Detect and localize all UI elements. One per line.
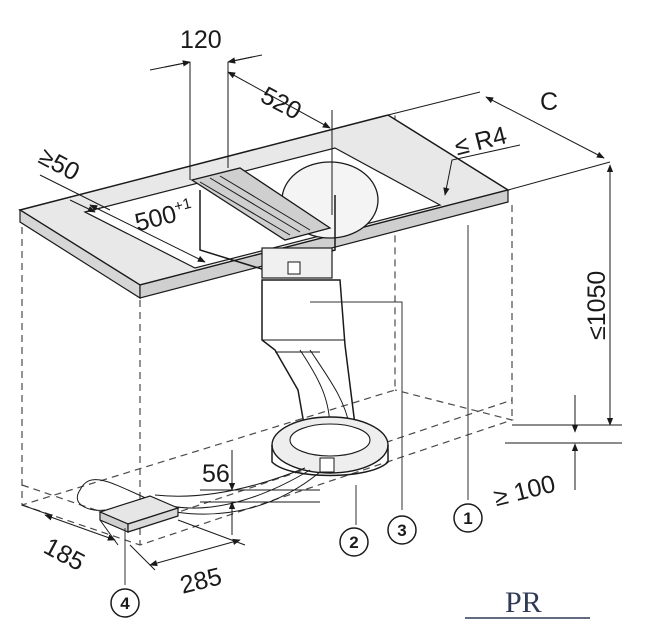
dim-r4: ≤ R4	[452, 121, 510, 161]
dim-520: 520	[256, 81, 306, 125]
dim-120: 120	[180, 26, 222, 54]
dim-56: 56	[202, 460, 230, 488]
logo: PR	[465, 586, 590, 619]
callout-4: 4	[110, 588, 140, 618]
dim-285: 285	[177, 562, 224, 599]
callout-2-label: 2	[349, 533, 358, 552]
dim-500-tolerance: +1	[172, 195, 193, 216]
callout-leaders	[124, 225, 469, 585]
dim-185: 185	[39, 532, 89, 576]
fan-unit	[271, 416, 389, 477]
cable	[77, 467, 321, 515]
callout-2: 2	[339, 527, 369, 557]
downdraft-hood	[190, 161, 379, 279]
dim-100: ≥ 100	[491, 470, 558, 512]
callout-3: 3	[387, 515, 417, 545]
dimension-lines	[21, 54, 622, 571]
callout-1: 1	[453, 503, 483, 533]
callout-4-label: 4	[120, 594, 130, 613]
logo-text: PR	[505, 586, 542, 619]
callout-1-label: 1	[463, 509, 472, 528]
control-box	[98, 495, 180, 533]
dim-1050: ≤1050	[583, 271, 611, 340]
dim-ge50: ≥50	[34, 142, 84, 186]
dim-c: C	[540, 88, 558, 116]
callout-3-label: 3	[397, 521, 406, 540]
